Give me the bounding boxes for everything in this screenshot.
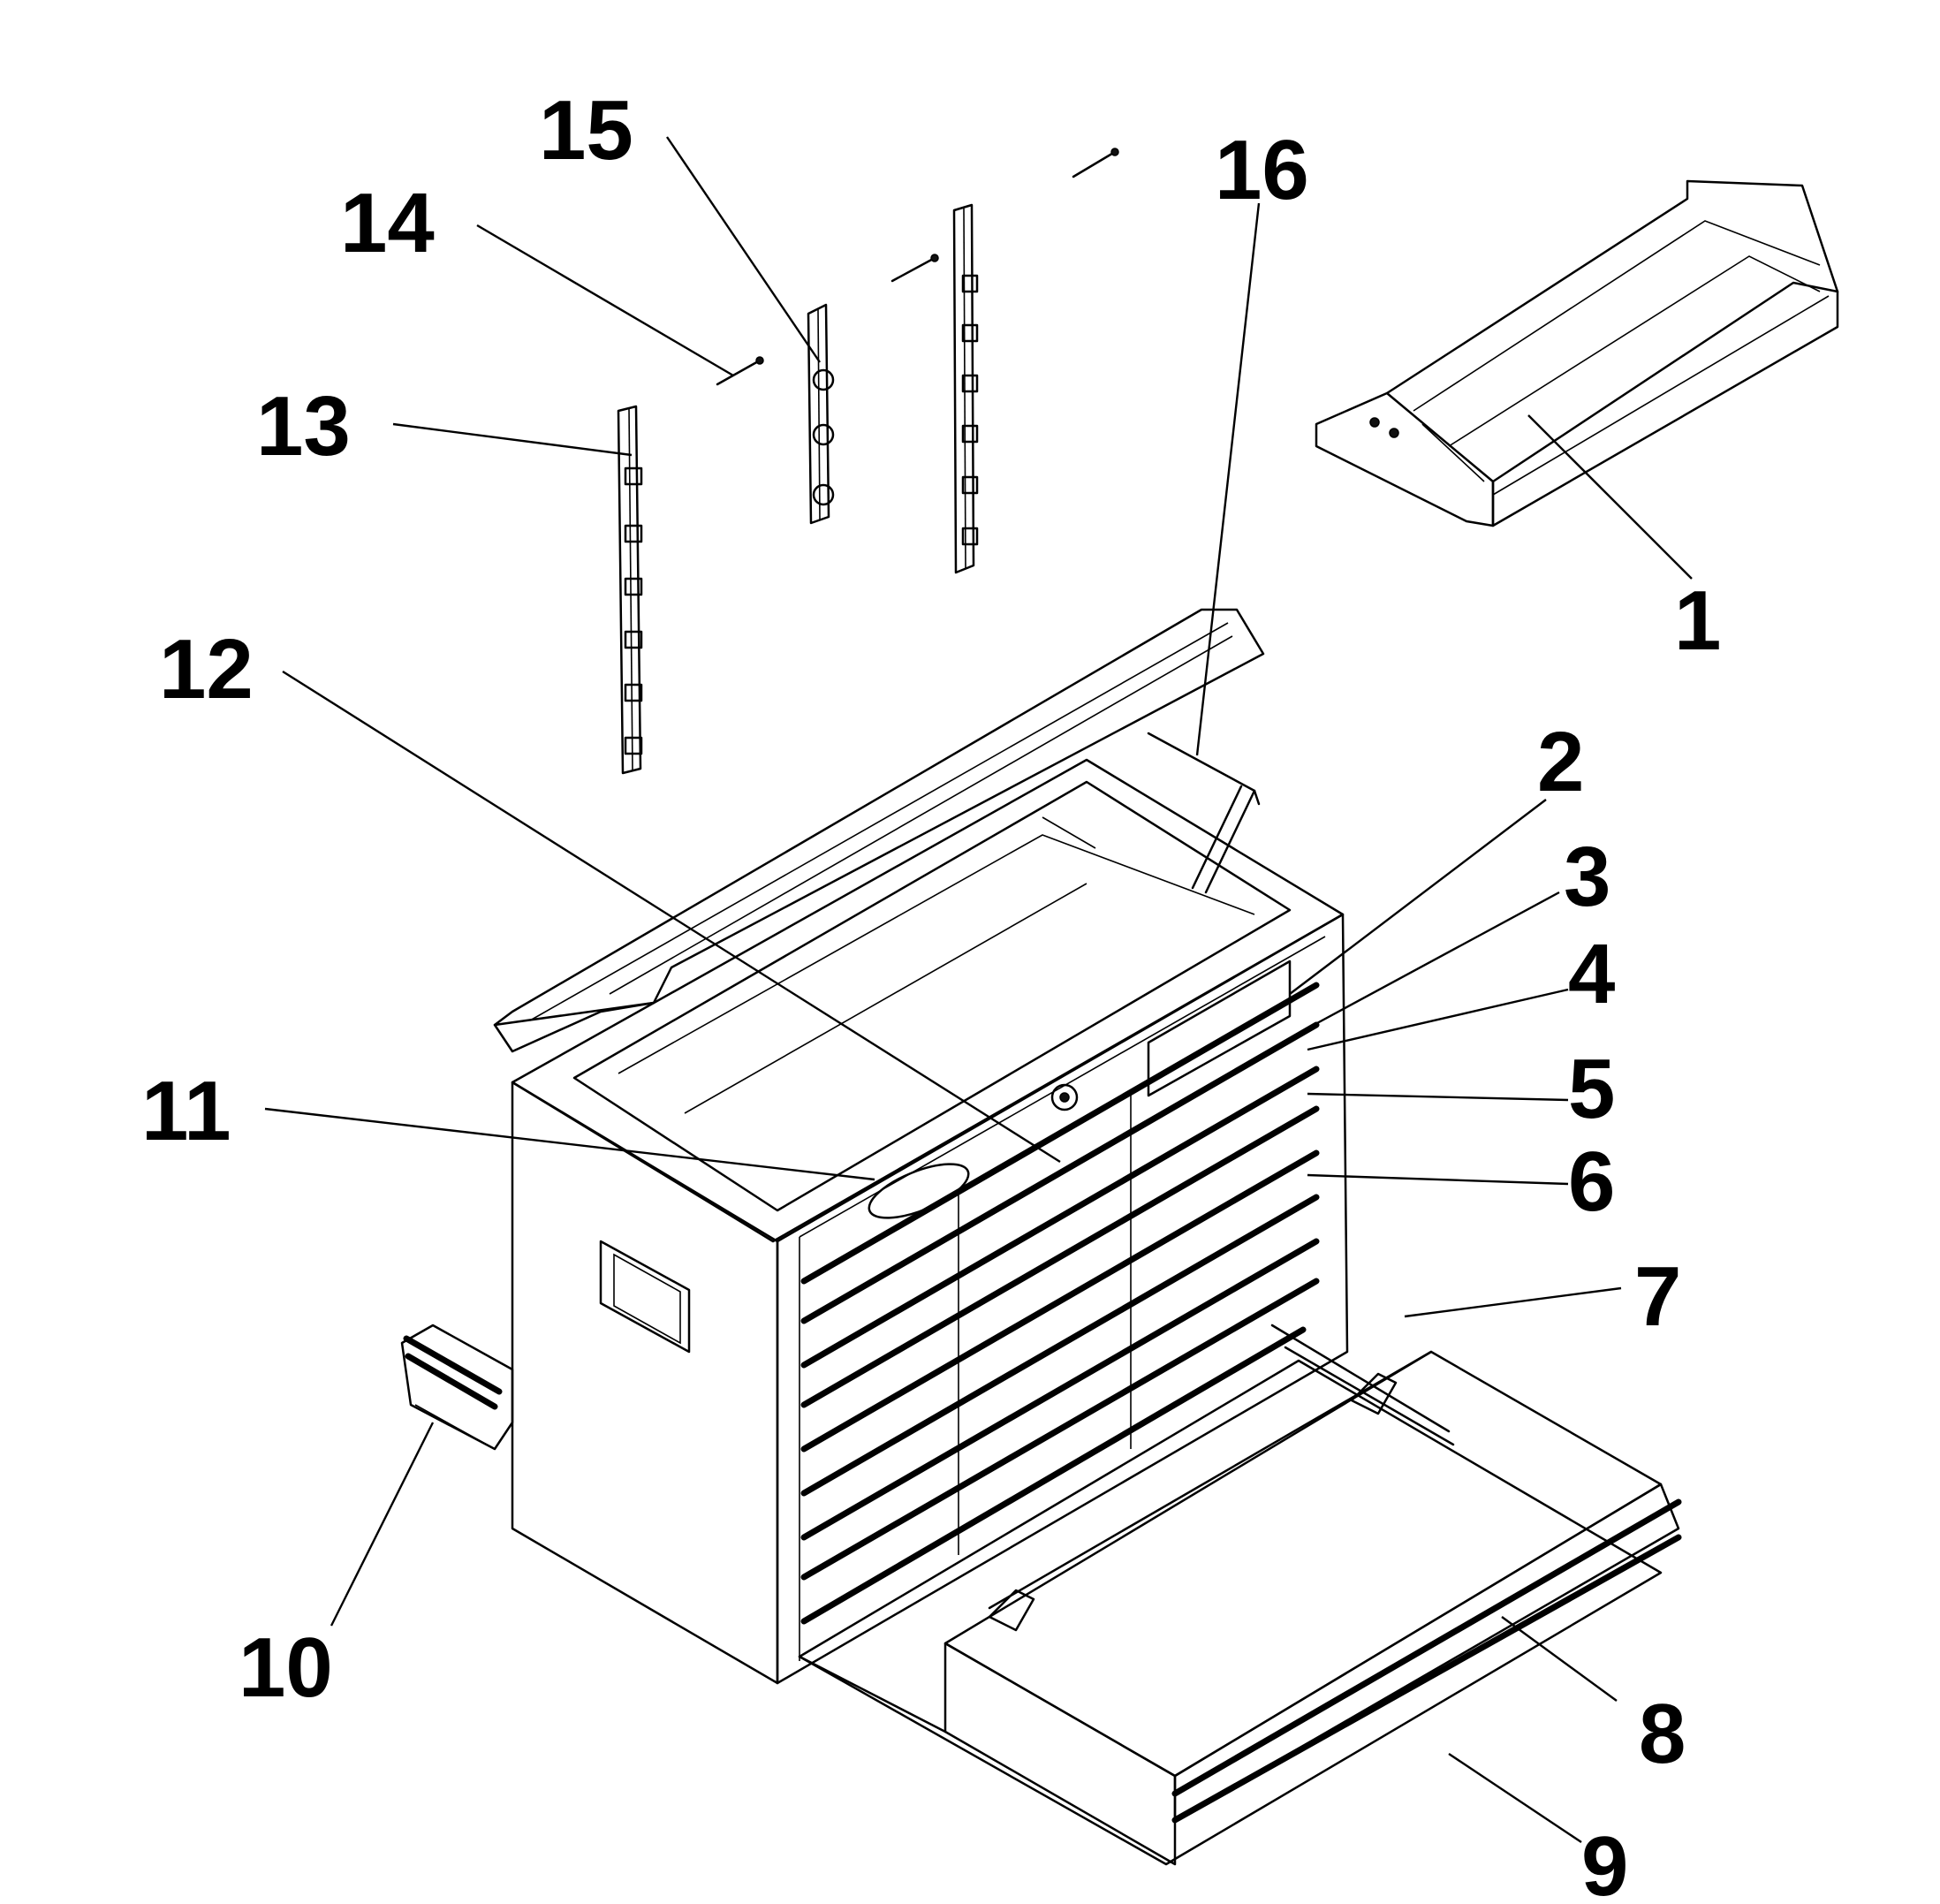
callout-12: 12 (159, 622, 254, 717)
callout-4: 4 (1568, 927, 1615, 1021)
socket-rail-long-2 (952, 203, 979, 574)
socket-rail-short (807, 303, 835, 525)
callout-5: 5 (1568, 1042, 1615, 1136)
callout-8: 8 (1639, 1687, 1686, 1781)
rail-clips (624, 467, 643, 755)
pins (716, 148, 1119, 386)
callout-7: 7 (1634, 1249, 1681, 1344)
leader-8 (1501, 1616, 1618, 1702)
leader-16 (1195, 202, 1261, 756)
leader-4 (1307, 988, 1569, 1051)
leader-6 (1307, 1173, 1569, 1186)
top-tray (1315, 179, 1839, 527)
leader-1 (1527, 414, 1693, 580)
leader-13 (392, 422, 633, 457)
leader-2 (1289, 799, 1547, 995)
leader-lines (264, 136, 1693, 1843)
leader-14 (476, 224, 734, 377)
open-drawer (798, 1324, 1682, 1866)
callout-6: 6 (1568, 1134, 1615, 1229)
leader-7 (1404, 1286, 1622, 1318)
drawer-fronts (800, 982, 1320, 1625)
callout-labels: 1 2 3 4 5 6 7 8 9 10 11 12 13 14 15 16 (141, 83, 1721, 1904)
leader-5 (1307, 1092, 1569, 1102)
callout-16: 16 (1215, 123, 1309, 217)
leader-3 (1305, 891, 1560, 1031)
callout-13: 13 (256, 379, 351, 474)
callout-15: 15 (539, 83, 633, 178)
callout-14: 14 (340, 176, 435, 270)
callout-9: 9 (1581, 1819, 1628, 1904)
callout-10: 10 (239, 1620, 333, 1715)
callout-2: 2 (1537, 715, 1584, 809)
callout-11: 11 (141, 1064, 231, 1158)
leader-9 (1448, 1753, 1582, 1843)
leader-10 (330, 1422, 435, 1627)
side-handle (400, 1324, 514, 1451)
leader-11 (264, 1107, 875, 1181)
socket-rail-long (617, 405, 643, 775)
leader-15 (666, 136, 821, 363)
callout-3: 3 (1564, 830, 1610, 924)
callout-1: 1 (1674, 573, 1721, 668)
leader-12 (282, 670, 1061, 1164)
